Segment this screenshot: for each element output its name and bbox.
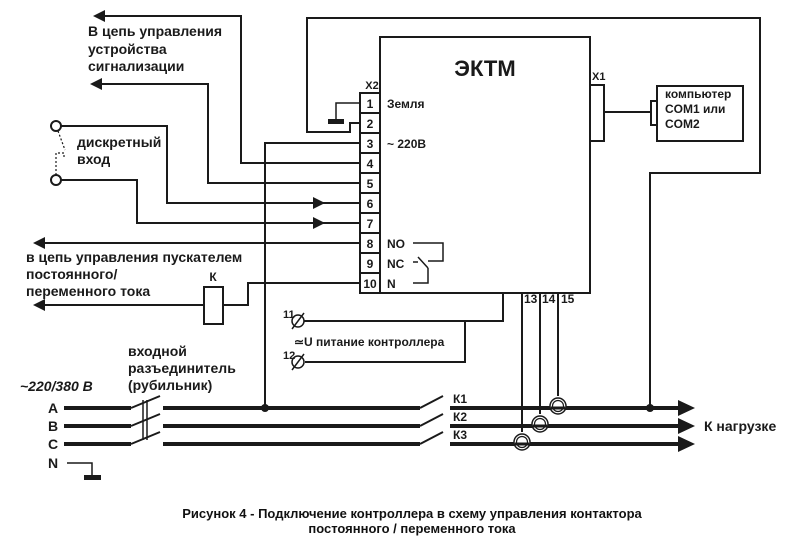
ektm-device-box <box>379 36 591 294</box>
terminal-12-label: 12 <box>283 350 295 362</box>
alarm-label-line1: В цепь управления <box>88 23 222 39</box>
arrow-right-icon <box>313 197 325 209</box>
terminal-11-label: 11 <box>283 309 295 321</box>
terminal-number: 8 <box>367 237 374 251</box>
phase-b-label: B <box>48 418 58 434</box>
neutral-label: N <box>48 455 58 471</box>
terminal-number: 10 <box>363 277 377 291</box>
terminal-number: 6 <box>367 197 374 211</box>
wire-terminal3-phase-a <box>264 142 360 408</box>
alarm-label-line3: сигнализации <box>88 58 184 74</box>
phase-c-label: C <box>48 436 58 452</box>
current-transformer-icon <box>549 397 567 415</box>
terminal-number: 2 <box>367 117 374 131</box>
arrow-right-icon <box>313 217 325 229</box>
contact-k2-label: К2 <box>453 410 467 424</box>
discrete-input-switch <box>50 120 66 186</box>
phase-a-label: A <box>48 400 58 416</box>
computer-label-line3: COM2 <box>665 117 700 131</box>
wire-discrete-to-terminal6 <box>61 125 360 204</box>
switch-label-line3: (рубильник) <box>128 377 212 393</box>
switch-label-line2: разъединитель <box>128 360 236 376</box>
switch-label-line1: входной <box>128 343 187 359</box>
relay-nc-label: NC <box>387 257 405 271</box>
neutral-ground-icon <box>67 462 101 480</box>
terminal-block-x2 <box>359 92 381 294</box>
wire-power-11 <box>304 320 466 363</box>
starter-label-line3: переменного тока <box>26 283 150 299</box>
terminal-number: 9 <box>367 257 374 271</box>
power-supply-label: ≃U питание контроллера <box>294 335 445 349</box>
current-transformer-icon <box>513 433 531 451</box>
terminal-13-label: 13 <box>524 292 538 306</box>
disconnector-switch-icon <box>130 395 161 445</box>
discrete-label-line1: дискретный <box>77 134 161 150</box>
arrow-left-icon <box>33 237 45 249</box>
terminal-number: 3 <box>367 137 374 151</box>
terminal-12-icon <box>291 353 305 371</box>
connector-x1-label: X1 <box>592 71 605 83</box>
connector-x1 <box>589 84 605 142</box>
arrow-left-icon <box>90 78 102 90</box>
figure-caption-line1: Рисунок 4 - Подключение контроллера в сх… <box>182 506 642 521</box>
load-label: К нагрузке <box>704 418 776 434</box>
relay-contact-icon <box>413 242 444 284</box>
computer-label-line2: COM1 или <box>665 102 725 116</box>
junction-dot <box>646 404 654 412</box>
terminal-11-icon <box>291 312 305 330</box>
terminal-number: 1 <box>367 97 374 111</box>
terminal-number: 5 <box>367 177 374 191</box>
wire-terminal4-alarm <box>103 15 360 164</box>
terminal-15-label: 15 <box>561 292 575 306</box>
relay-n-label: N <box>387 277 396 291</box>
arrow-right-icon <box>678 400 695 416</box>
relay-no-label: NO <box>387 237 405 251</box>
terminal-14-label: 14 <box>542 292 556 306</box>
current-transformer-icon <box>531 415 549 433</box>
voltage-label: ~220/380 В <box>20 378 93 394</box>
computer-label-line1: компьютер <box>665 87 731 101</box>
coil-k <box>203 286 224 325</box>
arrow-right-icon <box>678 436 695 452</box>
terminal-numbers: 1 2 3 4 5 6 7 8 9 10 <box>363 97 377 291</box>
starter-label-line1: в цепь управления пускателем <box>26 249 242 265</box>
supply-220-label: ~ 220В <box>387 137 426 151</box>
computer-box <box>656 85 744 142</box>
terminal-number: 4 <box>367 157 374 171</box>
coil-label: К <box>209 270 217 284</box>
discrete-label-line2: вход <box>77 151 110 167</box>
ground-icon <box>328 102 360 124</box>
contact-k1-label: К1 <box>453 392 467 406</box>
wire-terminal2-loop <box>306 17 761 408</box>
ground-label: Земля <box>387 97 425 111</box>
wire-power-device <box>465 293 504 322</box>
wire-terminal10-coil <box>223 282 360 306</box>
wire-discrete-to-terminal7 <box>61 179 360 224</box>
alarm-label-line2: устройства <box>88 41 167 57</box>
wire-terminal5-alarm <box>100 83 360 184</box>
arrow-left-icon <box>93 10 105 22</box>
figure-caption-line2: постоянного / переменного тока <box>308 521 516 536</box>
terminal-number: 7 <box>367 217 374 231</box>
arrow-left-icon <box>33 299 45 311</box>
phase-buses <box>64 406 680 446</box>
starter-label-line2: постоянного/ <box>26 266 117 282</box>
contactor-contacts-icon <box>419 395 444 445</box>
arrow-right-icon <box>678 418 695 434</box>
device-title: ЭКТМ <box>454 56 515 81</box>
contact-k3-label: К3 <box>453 428 467 442</box>
connector-x2-label: X2 <box>365 80 378 92</box>
